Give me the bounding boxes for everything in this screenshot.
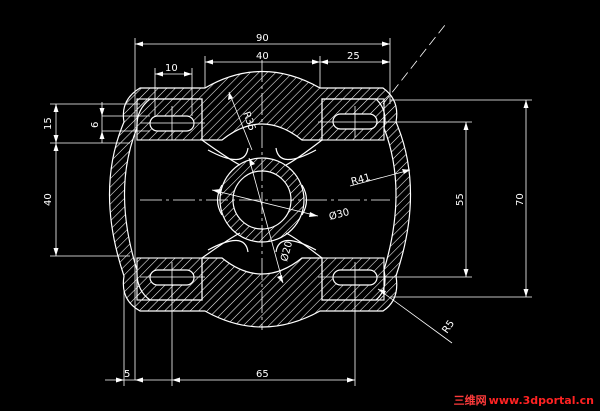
dim-right-70: 70: [515, 193, 526, 206]
dim-diameter-20: Ø20: [278, 240, 295, 263]
dim-radius-r41: R41: [350, 172, 372, 188]
center-lines: [140, 60, 395, 330]
dim-diameter-30: Ø30: [328, 206, 351, 223]
dim-right-55: 55: [455, 193, 466, 206]
watermark-cn: 三维网: [453, 394, 487, 407]
dim-top-right-span: 25: [347, 51, 360, 62]
dim-overall-width: 90: [256, 33, 269, 44]
dim-bottom-65: 65: [256, 369, 269, 380]
arrowheads: [53, 41, 529, 383]
dim-radius-r5: R5: [440, 319, 457, 336]
dim-bottom-5: 5: [124, 369, 130, 380]
watermark-url: www.3dportal.cn: [488, 394, 594, 407]
dim-left-slot-width: 6: [90, 122, 101, 128]
dim-left-40: 40: [43, 193, 54, 206]
inner-web: [201, 139, 323, 259]
dim-left-top-15: 15: [43, 117, 54, 130]
dim-slot-length: 10: [165, 63, 178, 74]
dim-top-center-span: 40: [256, 51, 269, 62]
